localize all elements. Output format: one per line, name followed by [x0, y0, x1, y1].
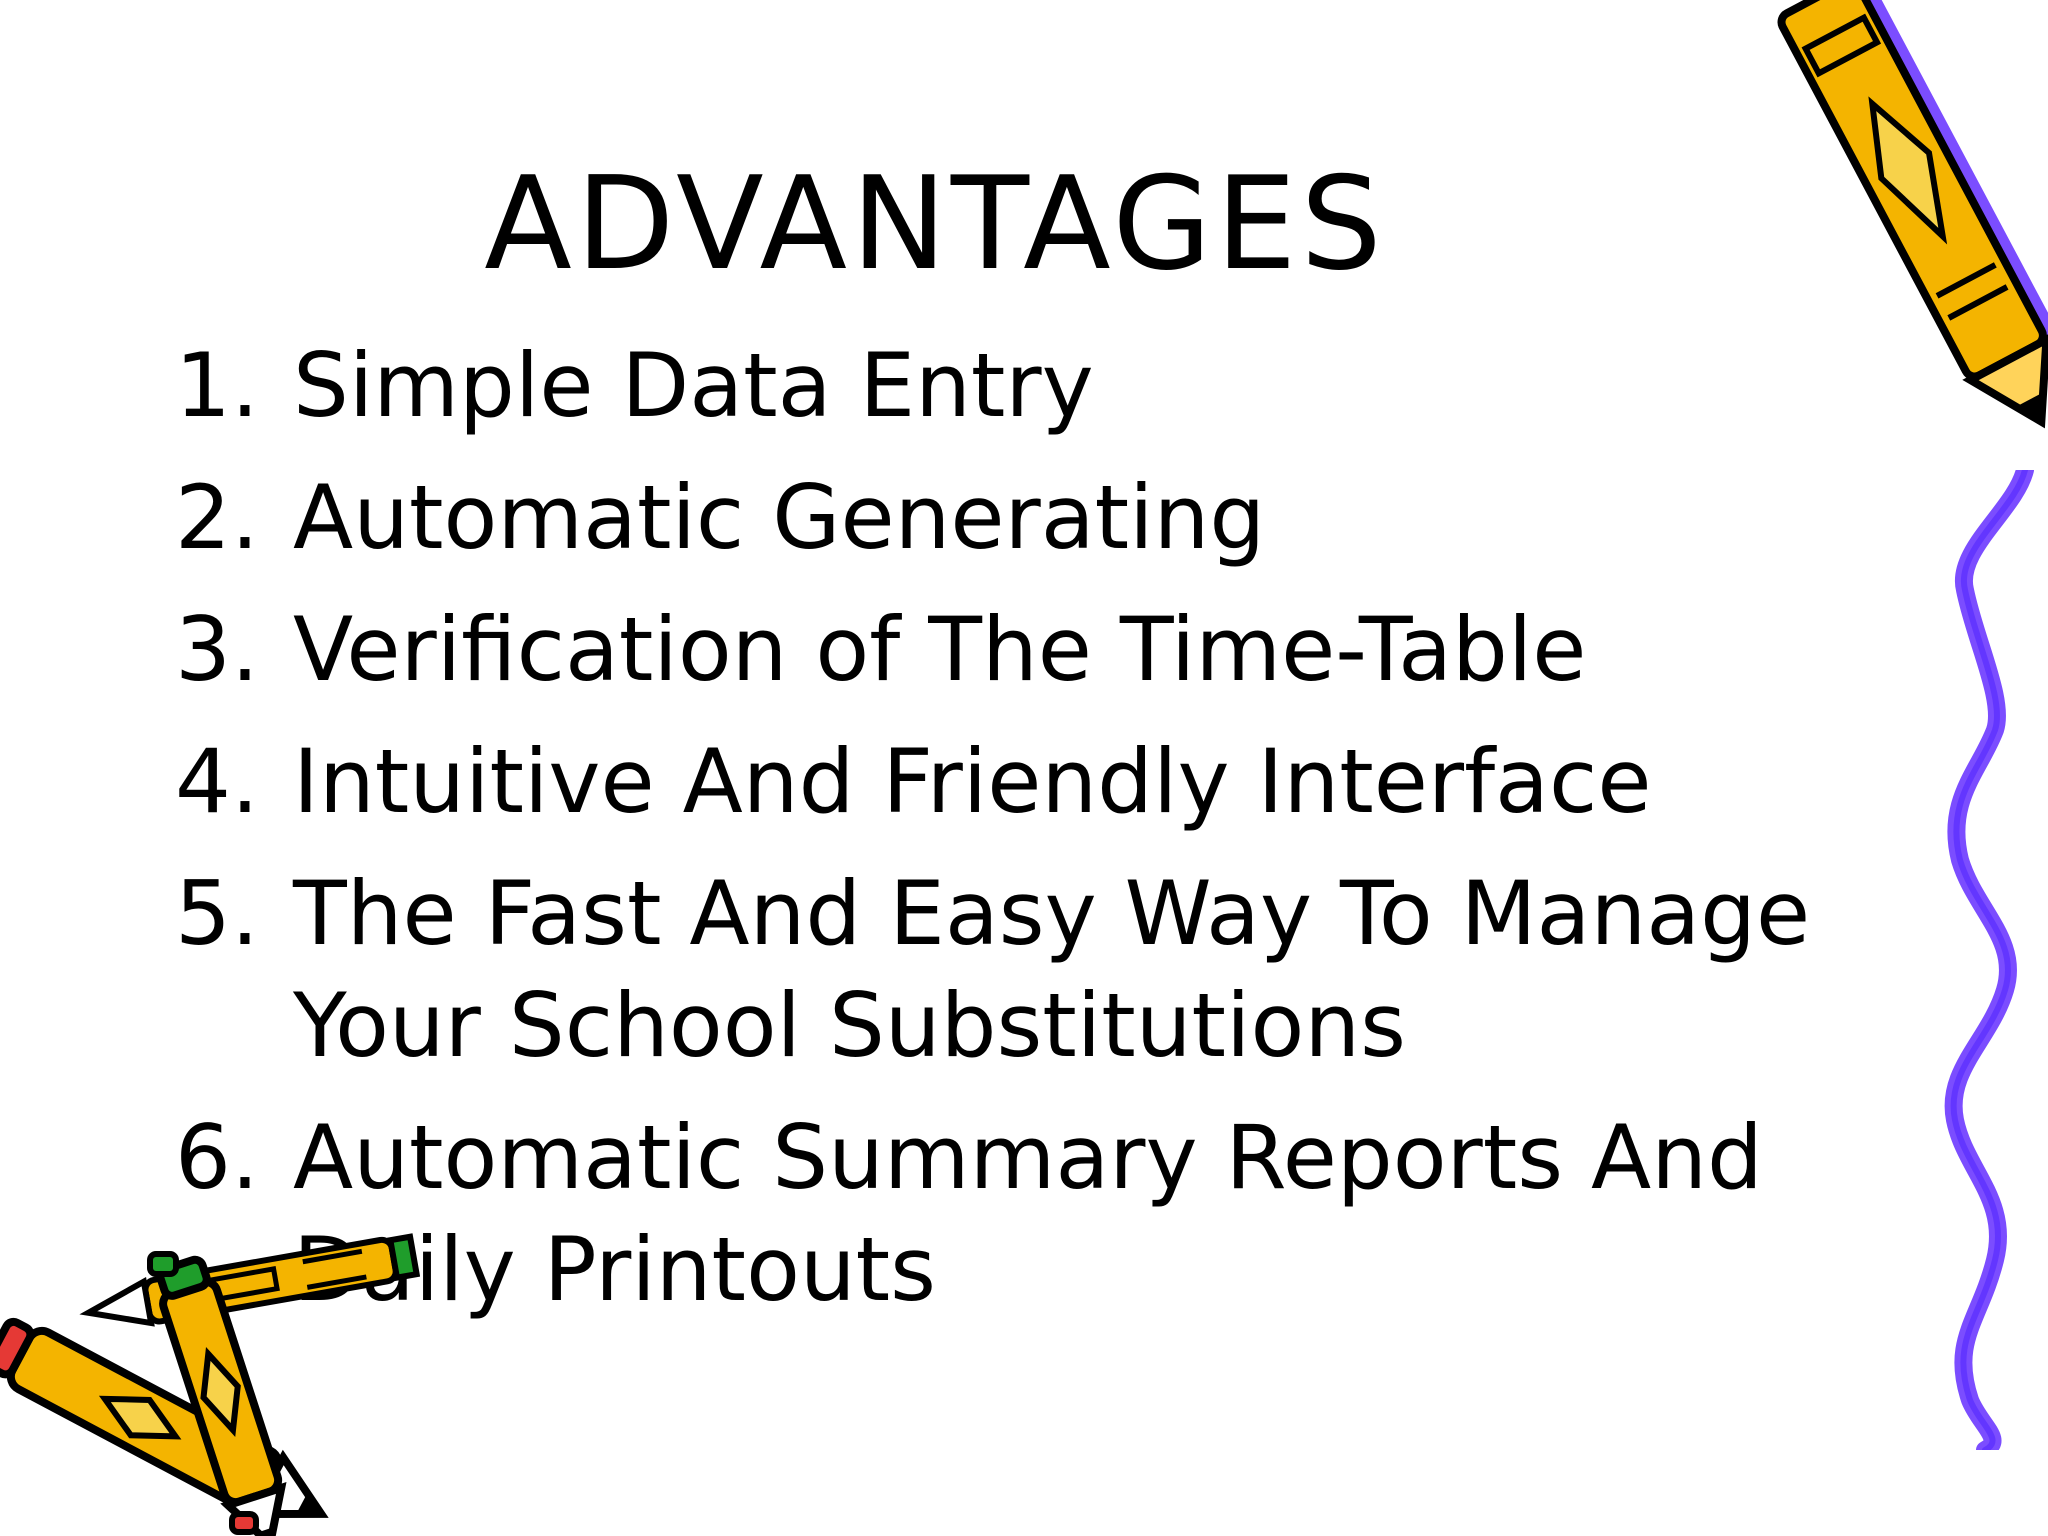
- slide-title: ADVANTAGES: [484, 150, 1386, 299]
- list-item-number: 5.: [175, 862, 259, 965]
- list-item: 3. Verification of The Time-Table: [175, 594, 1933, 706]
- list-item-text: Simple Data Entry: [293, 334, 1094, 437]
- pencils-icon: [0, 1233, 420, 1536]
- advantages-list: 1. Simple Data Entry 2. Automatic Genera…: [175, 330, 1933, 1346]
- list-item-text: Automatic Summary Reports And Daily Prin…: [293, 1106, 1763, 1321]
- list-item-text: Automatic Generating: [293, 466, 1266, 569]
- list-item: 2. Automatic Generating: [175, 462, 1933, 574]
- list-item-text: Verification of The Time-Table: [293, 598, 1587, 701]
- list-item-number: 4.: [175, 730, 259, 833]
- list-item: 4. Intuitive And Friendly Interface: [175, 726, 1933, 838]
- list-item-number: 6.: [175, 1106, 259, 1209]
- list-item-text: The Fast And Easy Way To Manage Your Sch…: [293, 862, 1811, 1077]
- list-item: 6. Automatic Summary Reports And Daily P…: [175, 1102, 1933, 1326]
- list-item: 5. The Fast And Easy Way To Manage Your …: [175, 858, 1933, 1082]
- list-item-number: 3.: [175, 598, 259, 701]
- list-item-text: Intuitive And Friendly Interface: [293, 730, 1652, 833]
- squiggle-line-icon: [1944, 470, 2034, 1450]
- list-item: 1. Simple Data Entry: [175, 330, 1933, 442]
- list-item-number: 1.: [175, 334, 259, 437]
- pencil-icon: [1777, 0, 2048, 429]
- list-item-number: 2.: [175, 466, 259, 569]
